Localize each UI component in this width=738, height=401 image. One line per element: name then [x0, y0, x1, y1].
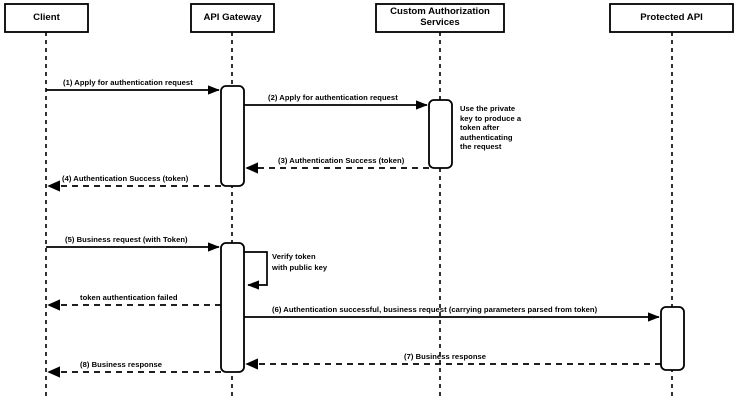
note-line-5: the request — [460, 142, 502, 152]
participant-box-client[interactable] — [4, 3, 89, 33]
participant-box-authsvc[interactable] — [375, 3, 505, 33]
message-label-5: (5) Business request (with Token) — [65, 235, 188, 244]
participant-box-gateway[interactable] — [190, 3, 275, 33]
note-line-2: key to produce a — [460, 113, 522, 123]
self-message-label-verify-token-line1: Verify token — [272, 252, 316, 261]
activation-bars — [220, 85, 685, 373]
note-line-1: Use the private — [460, 104, 516, 113]
activation-gateway-auth — [220, 85, 245, 187]
activation-authsvc — [428, 99, 453, 169]
note-private-key: Use the private key to produce a token a… — [460, 104, 521, 152]
participant-label-protected: Protected API — [640, 12, 703, 23]
message-label-1: (1) Apply for authentication request — [63, 78, 193, 87]
message-label-7: (7) Business response — [404, 352, 487, 361]
participant-boxes — [4, 3, 734, 33]
participant-label-client: Client — [33, 12, 60, 23]
note-line-3: token after — [460, 123, 500, 133]
message-label-8: (8) Business response — [80, 360, 163, 369]
message-label-4: (4) Authentication Success (token) — [62, 174, 189, 183]
message-label-6: (6) Authentication successful, business … — [272, 305, 598, 314]
self-message-label-verify-token-line2: with public key — [272, 263, 328, 272]
self-message-verify-token[interactable] — [244, 251, 268, 290]
activation-protected — [660, 306, 685, 371]
activation-gateway-business — [220, 242, 245, 373]
participant-box-protected[interactable] — [609, 3, 734, 33]
message-label-3: (3) Authentication Success (token) — [278, 156, 405, 165]
note-line-4: authenticating — [460, 132, 513, 142]
message-arrows — [46, 85, 661, 378]
participant-label-gateway: API Gateway — [203, 12, 262, 23]
message-label-token-auth-failed: token authentication failed — [80, 293, 178, 302]
participant-label-authsvc: Custom Authorization Services — [390, 6, 490, 28]
message-label-2: (2) Apply for authentication request — [268, 93, 398, 102]
